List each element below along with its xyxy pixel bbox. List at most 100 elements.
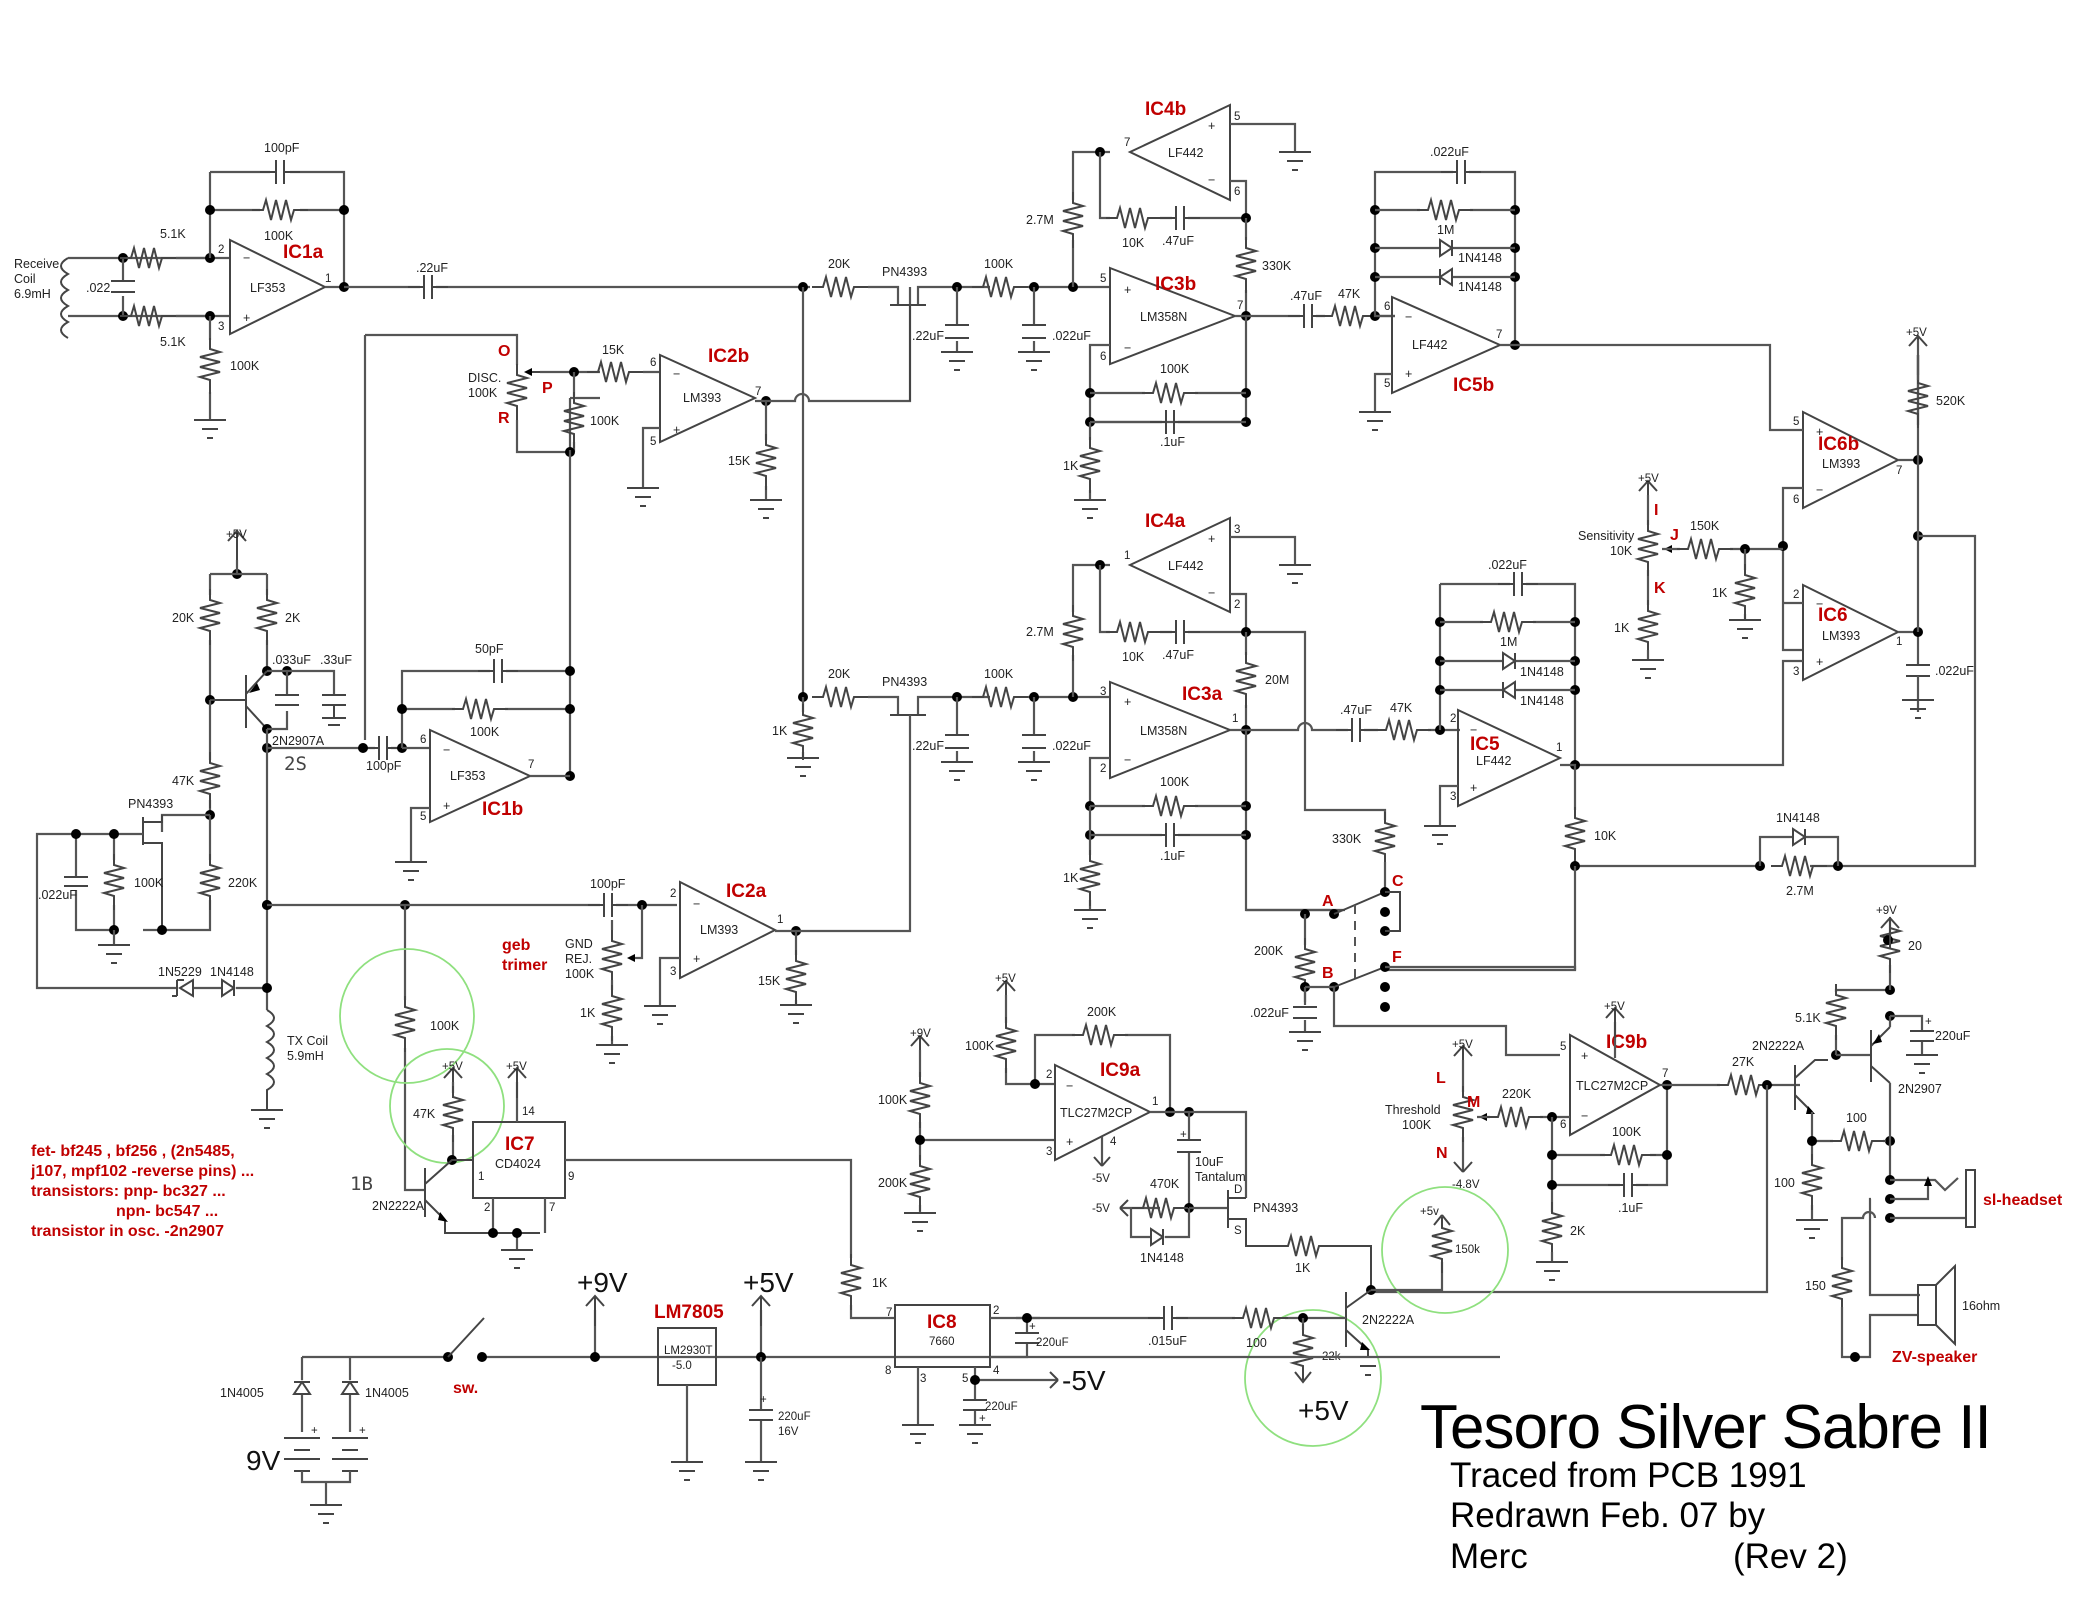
svg-text:6: 6 [1384, 301, 1390, 313]
r-label: 47K [172, 774, 195, 788]
r-label: 5.1K [160, 227, 186, 241]
svg-text:+: + [1470, 781, 1477, 795]
r-label: 47K [1338, 287, 1361, 301]
ic1b-section: 100K 50pF −+ 65 7 LF353 IC1b [394, 450, 575, 881]
part-label: LM358N [1140, 724, 1187, 738]
svg-text:5: 5 [962, 1373, 968, 1385]
pnp-2n2907-icon [1870, 1026, 1891, 1084]
ic-label: IC6b [1818, 434, 1859, 455]
ic5b-section: .022uF 1M 1N4148 1N4148 −+ 65 7 LF442 IC… [1358, 145, 1790, 432]
svg-text:2: 2 [484, 1202, 490, 1214]
pnp-2n2907a-icon [210, 670, 268, 730]
diode-label: 1N4148 [1776, 811, 1820, 825]
rail-label: +5V [226, 529, 247, 541]
opamp-ic9a [1054, 1063, 1153, 1162]
r-label: 150K [1690, 519, 1720, 533]
tag-1b: 1B [350, 1173, 373, 1195]
diode-label: 1N4148 [1458, 280, 1502, 294]
switch-label: sw. [453, 1380, 478, 1397]
threshold-label: Threshold [1385, 1103, 1441, 1117]
svg-text:−: − [673, 367, 680, 381]
opamp-ic3a [1109, 680, 1233, 780]
title-author: Merc [1450, 1537, 1528, 1576]
top-channel: 20K PN4393 .22uF 100K .022uF 2.7M +− 56 … [798, 99, 1395, 697]
ic-label: IC4b [1145, 99, 1186, 120]
jfet-pn4393-icon [1227, 1190, 1372, 1290]
svg-text:5: 5 [650, 436, 656, 448]
r-label: 200K [1254, 944, 1284, 958]
r-label: 220K [228, 876, 258, 890]
opamp-ic1a [229, 238, 328, 336]
r-label: 1K [1063, 871, 1079, 885]
r-label: 100K [984, 667, 1014, 681]
rail-label-large: +5V [743, 1267, 794, 1298]
rail-label-large: +5V [1298, 1395, 1349, 1426]
c-label: .022uF [1052, 739, 1091, 753]
svg-text:9: 9 [568, 1171, 574, 1183]
title-line-redrawn: Redrawn Feb. 07 by [1450, 1496, 1766, 1535]
r-label: 5.1K [160, 335, 186, 349]
svg-text:1: 1 [1152, 1096, 1158, 1108]
svg-text:3: 3 [920, 1373, 926, 1385]
pot-point-m: M [1467, 1094, 1480, 1111]
rail-label: +5V [506, 1061, 527, 1073]
c-label: .22uF [912, 329, 944, 343]
headset-jack-icon[interactable] [1965, 1169, 1976, 1228]
minus-rail-arrow-icon [1453, 1161, 1473, 1173]
r-label: 100 [1774, 1176, 1795, 1190]
tag-2s: 2S [284, 753, 307, 775]
r-label: 10K [1122, 650, 1145, 664]
headset-label: sl-headset [1983, 1192, 2063, 1209]
svg-text:1: 1 [1556, 742, 1562, 754]
r-label: 20K [828, 667, 851, 681]
ic-label: IC1a [283, 242, 324, 263]
svg-text:−: − [1124, 753, 1131, 767]
svg-text:5: 5 [1384, 378, 1390, 390]
c-label: .22uF [912, 739, 944, 753]
r-label: 100K [1160, 362, 1190, 376]
svg-text:−: − [1208, 586, 1215, 600]
svg-text:+: + [1180, 1129, 1187, 1141]
ic-label: IC2a [726, 881, 767, 902]
svg-text:+: + [443, 799, 450, 813]
r-label: 10K [1122, 236, 1145, 250]
svg-text:1: 1 [1124, 550, 1130, 562]
svg-text:6: 6 [1100, 351, 1106, 363]
speaker-label: ZV-speaker [1892, 1349, 1977, 1366]
svg-text:1: 1 [1896, 636, 1902, 648]
r-label: 20 [1908, 939, 1922, 953]
svg-text:+: + [359, 1425, 366, 1437]
highlight-circle [339, 948, 475, 1084]
rail-label: -5V [1092, 1203, 1110, 1215]
c-label: .47uF [1162, 648, 1194, 662]
svg-text:−: − [1208, 173, 1215, 187]
svg-text:+: + [1405, 367, 1412, 381]
minus5v-arrow-icon [1049, 1371, 1059, 1389]
audio-output: 2N2222A 100 100 5.1K 2N2907 + 220uF 20 +… [1752, 905, 2063, 1366]
r-label: 1M [1500, 635, 1517, 649]
r-label: 100K [134, 876, 164, 890]
ic-label: IC5b [1453, 375, 1494, 396]
part-label: LF442 [1168, 146, 1203, 160]
svg-text:3: 3 [1793, 666, 1799, 678]
c-label: .1uF [1160, 435, 1185, 449]
switch-point-b: B [1322, 965, 1334, 982]
power-switch-icon[interactable] [447, 1317, 485, 1358]
receive-coil-label-2: Coil [14, 272, 36, 286]
receive-coil-icon [60, 257, 71, 339]
disc-label: DISC. [468, 371, 501, 385]
svg-text:5: 5 [420, 811, 426, 823]
mode-switch[interactable]: 200K .022uF A B C F [1246, 873, 1577, 1057]
ic-label: IC6 [1818, 605, 1848, 626]
transistor-label: 2N2222A [1362, 1313, 1415, 1327]
rail-label: +9V [910, 1028, 931, 1040]
svg-text:7: 7 [1124, 137, 1130, 149]
opamp-ic4b [1127, 103, 1231, 202]
r-label: 330K [1332, 832, 1362, 846]
svg-text:1: 1 [478, 1171, 484, 1183]
r-label: 220K [1502, 1087, 1532, 1101]
r-label: 15K [602, 343, 625, 357]
c-label: .47uF [1290, 289, 1322, 303]
r-label: 10K [1594, 829, 1617, 843]
highlight-circle [1381, 1186, 1509, 1314]
